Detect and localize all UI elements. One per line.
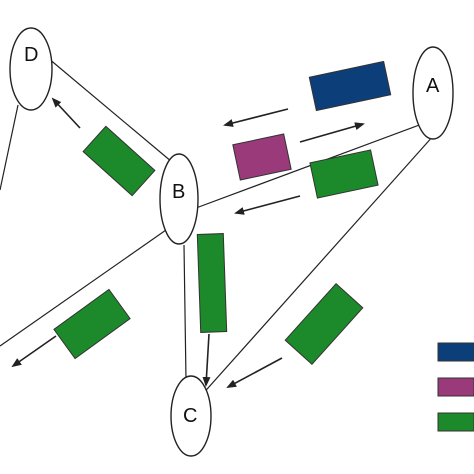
green-block-a-b [309, 149, 379, 199]
node-c: C [170, 375, 212, 457]
node-b-label: B [172, 181, 185, 203]
node-c-ellipse [170, 375, 212, 457]
node-b: B [159, 153, 199, 245]
edge-a-c [199, 134, 435, 398]
green-block-b-d [82, 125, 156, 197]
green-block-a-c [284, 283, 364, 365]
node-d-label: D [24, 44, 38, 66]
legend-swatch-magenta [437, 377, 474, 397]
arrow-to-d [51, 97, 81, 129]
flow-blocks [53, 60, 392, 365]
arrow-to-b-lower [234, 195, 301, 215]
node-a-label: A [426, 75, 440, 97]
arrow-top-right [299, 122, 365, 143]
edge-d-b [47, 57, 173, 163]
node-a: A [412, 46, 454, 140]
arrow-top-left [223, 108, 289, 127]
navy-block [308, 60, 392, 112]
edge-d-offleft [0, 104, 19, 191]
node-d-ellipse [9, 27, 53, 111]
node-d: D [9, 27, 53, 111]
node-c-label: C [183, 405, 197, 427]
arrow-to-c-from-b [202, 333, 211, 387]
legend-swatch-green [437, 412, 474, 432]
legend-swatch-navy [437, 342, 474, 362]
arrow-to-c-from-a [226, 357, 283, 388]
green-block-b-offleft [53, 288, 131, 360]
edge-b-offleft [0, 229, 167, 347]
node-a-ellipse [412, 46, 454, 140]
edge-b-c [183, 244, 187, 381]
magenta-block [232, 133, 292, 181]
legend [437, 342, 474, 432]
arrow-offleft [11, 335, 57, 368]
node-b-ellipse [159, 153, 199, 245]
arrows [11, 97, 365, 388]
edge-b-a [195, 123, 423, 209]
edges [0, 57, 435, 398]
green-block-b-c [196, 233, 228, 333]
